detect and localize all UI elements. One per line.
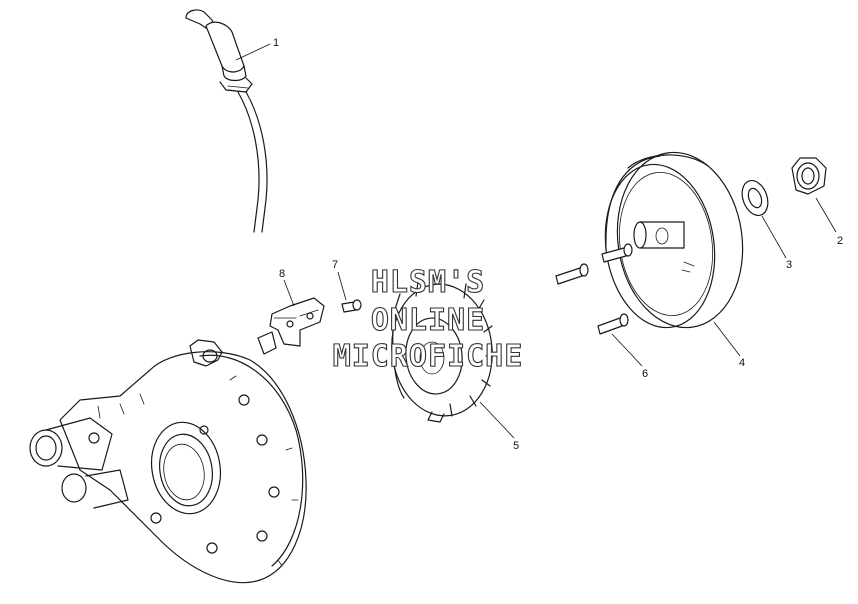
leader-2 [815,197,837,233]
flywheel-nut-part [791,157,827,195]
callout-7: 7 [332,259,338,271]
screw-part [341,299,362,313]
spark-plug-cap-part [185,9,268,233]
leader-3 [761,215,787,259]
callout-5: 5 [513,440,519,452]
bolt-parts [555,243,633,335]
watermark-line-3: MICROFICHE [333,339,524,374]
leader-1 [235,43,271,61]
watermark-line-2: ONLINE [371,303,485,338]
callout-4: 4 [739,357,745,369]
leader-lines [235,43,837,439]
washer-part [741,179,769,217]
stator-part [391,277,495,423]
leader-7 [337,271,347,301]
callout-2: 2 [837,235,843,247]
watermark: HLSM'S ONLINE MICROFICHE [332,264,524,374]
leader-6 [611,333,643,367]
callout-6: 6 [642,368,648,380]
callout-1: 1 [273,37,279,49]
callout-3: 3 [786,259,792,271]
crankcase-cover-part [29,339,307,584]
leader-8 [283,279,295,307]
watermark-line-1: HLSM'S [371,265,485,300]
leader-4 [713,321,741,357]
flywheel-part [604,151,744,329]
callout-8: 8 [279,268,285,280]
bracket-part [257,297,325,355]
leader-5 [479,401,515,439]
